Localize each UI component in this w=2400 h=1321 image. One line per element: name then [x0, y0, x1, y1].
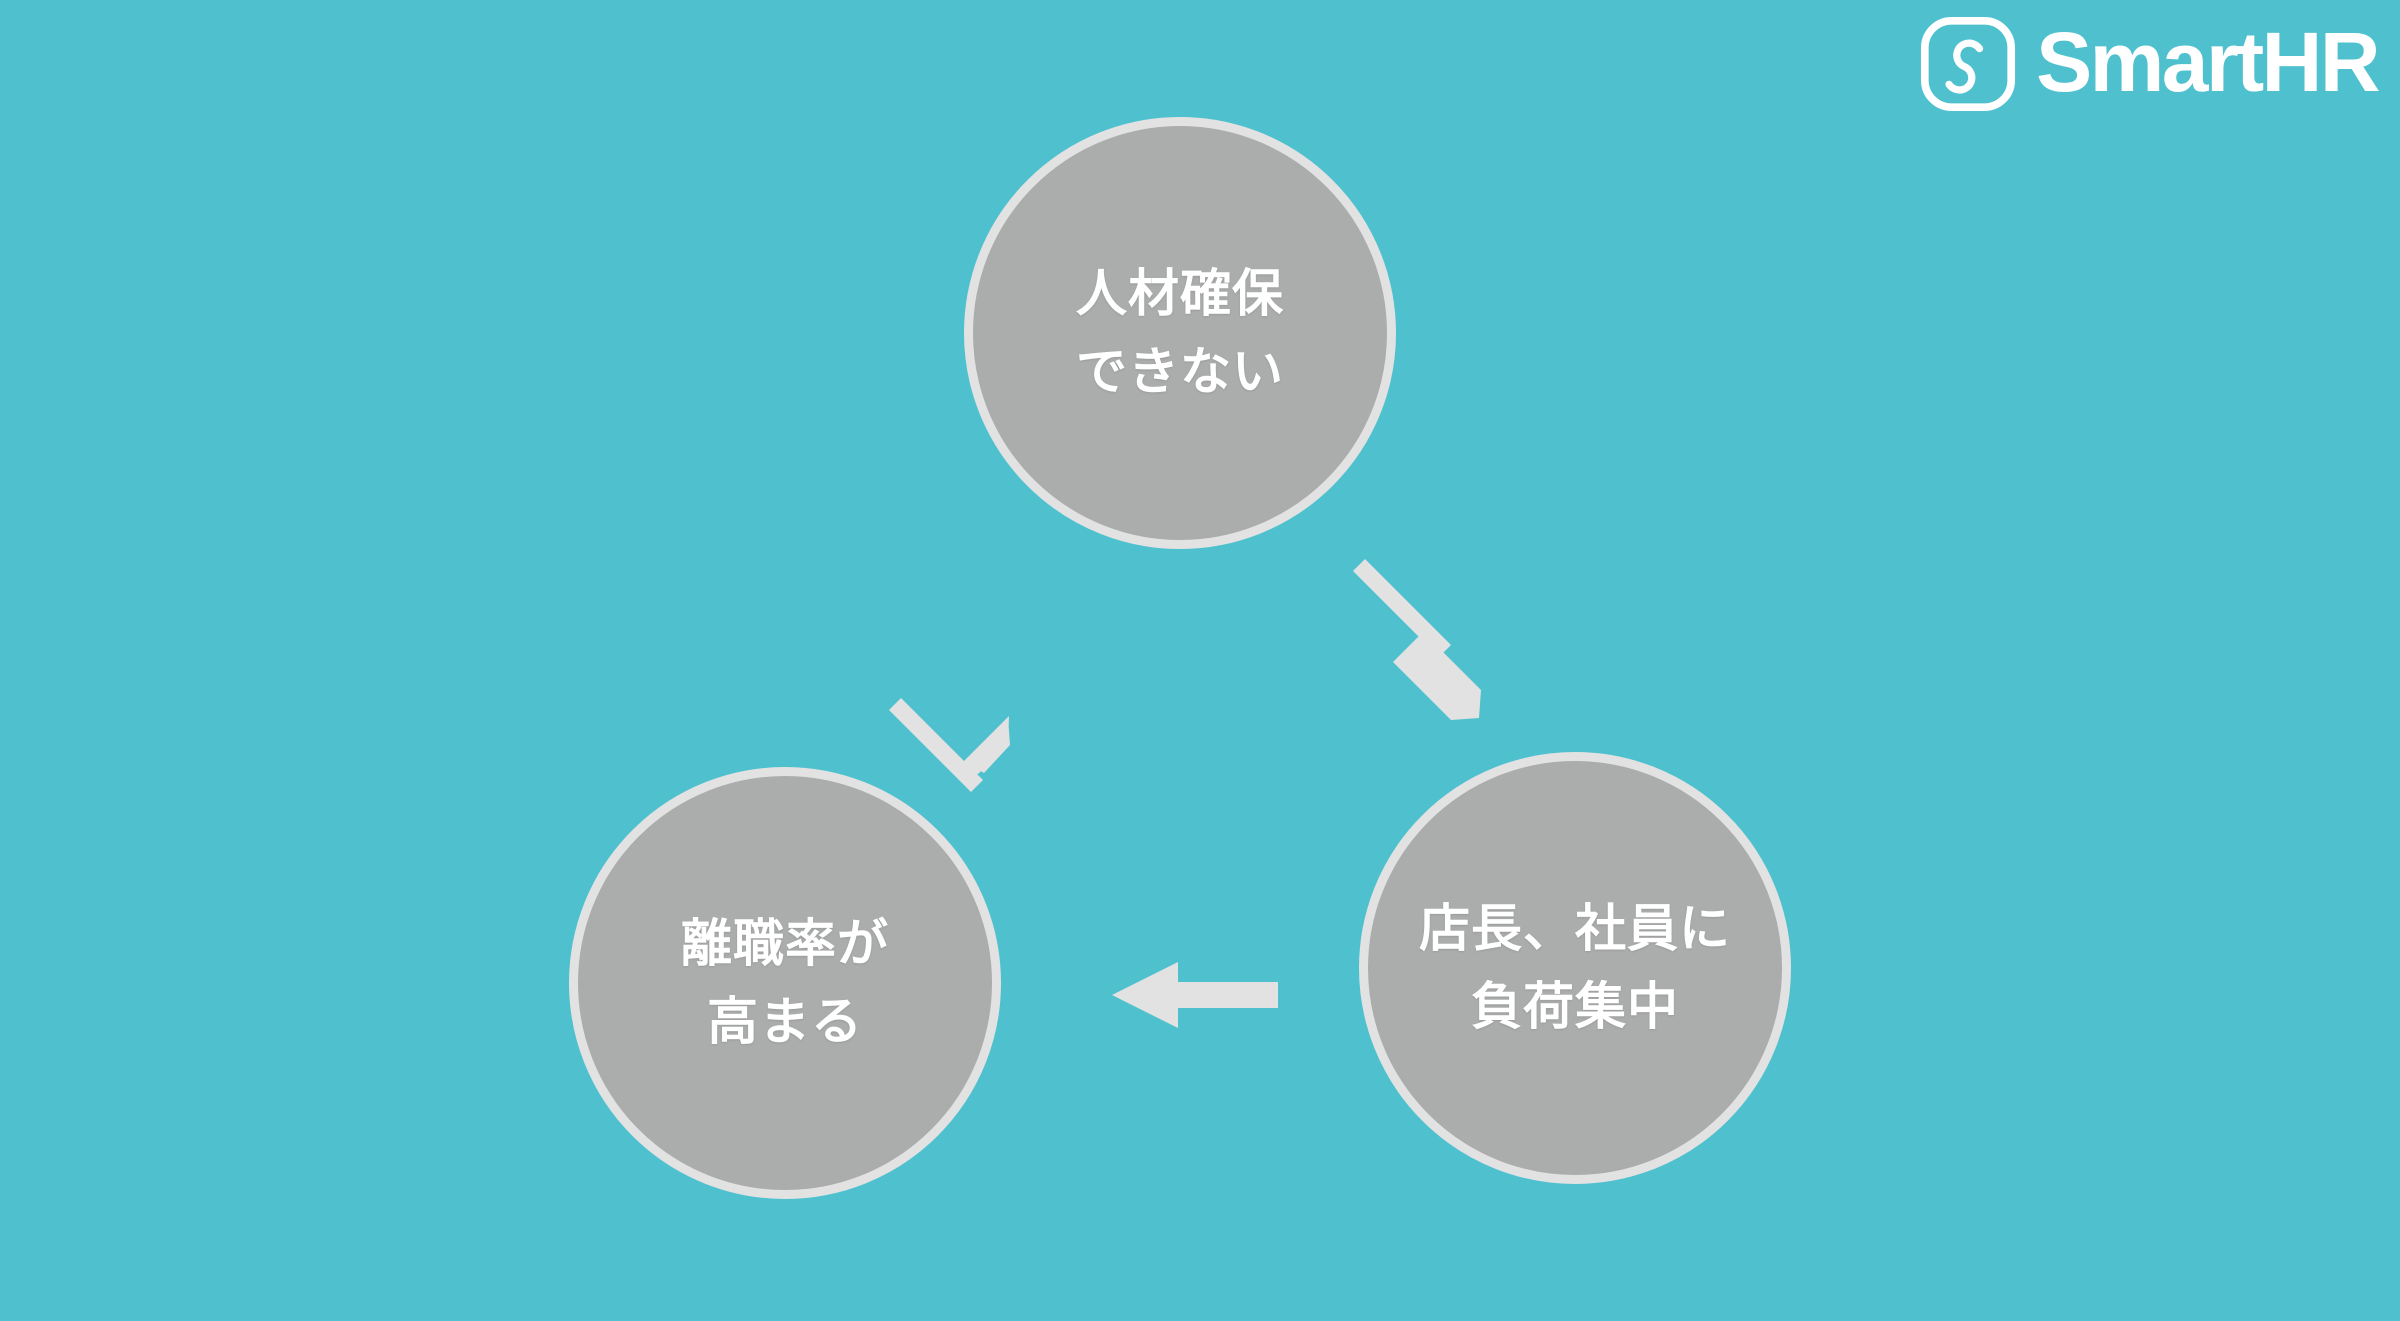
cycle-node-top[interactable]: 人材確保 できない [964, 117, 1396, 549]
arrow-left-to-top [889, 698, 1010, 792]
smarthr-s-logo-icon [1921, 16, 2016, 112]
arrow-right-to-left [1112, 962, 1278, 1028]
smarthr-wordmark: SmartHR [2036, 15, 2380, 109]
cycle-node-left-label: 離職率が 高まる [680, 915, 889, 1050]
cycle-node-left[interactable]: 離職率が 高まる [569, 767, 1001, 1199]
cycle-node-right-label: 店長、社員に 負荷集中 [1418, 900, 1731, 1035]
cycle-node-right[interactable]: 店長、社員に 負荷集中 [1359, 752, 1791, 1184]
smarthr-logo: SmartHR [1920, 14, 2380, 114]
cycle-node-top-label: 人材確保 できない [1075, 265, 1284, 400]
arrow-top-to-right [1353, 559, 1481, 720]
